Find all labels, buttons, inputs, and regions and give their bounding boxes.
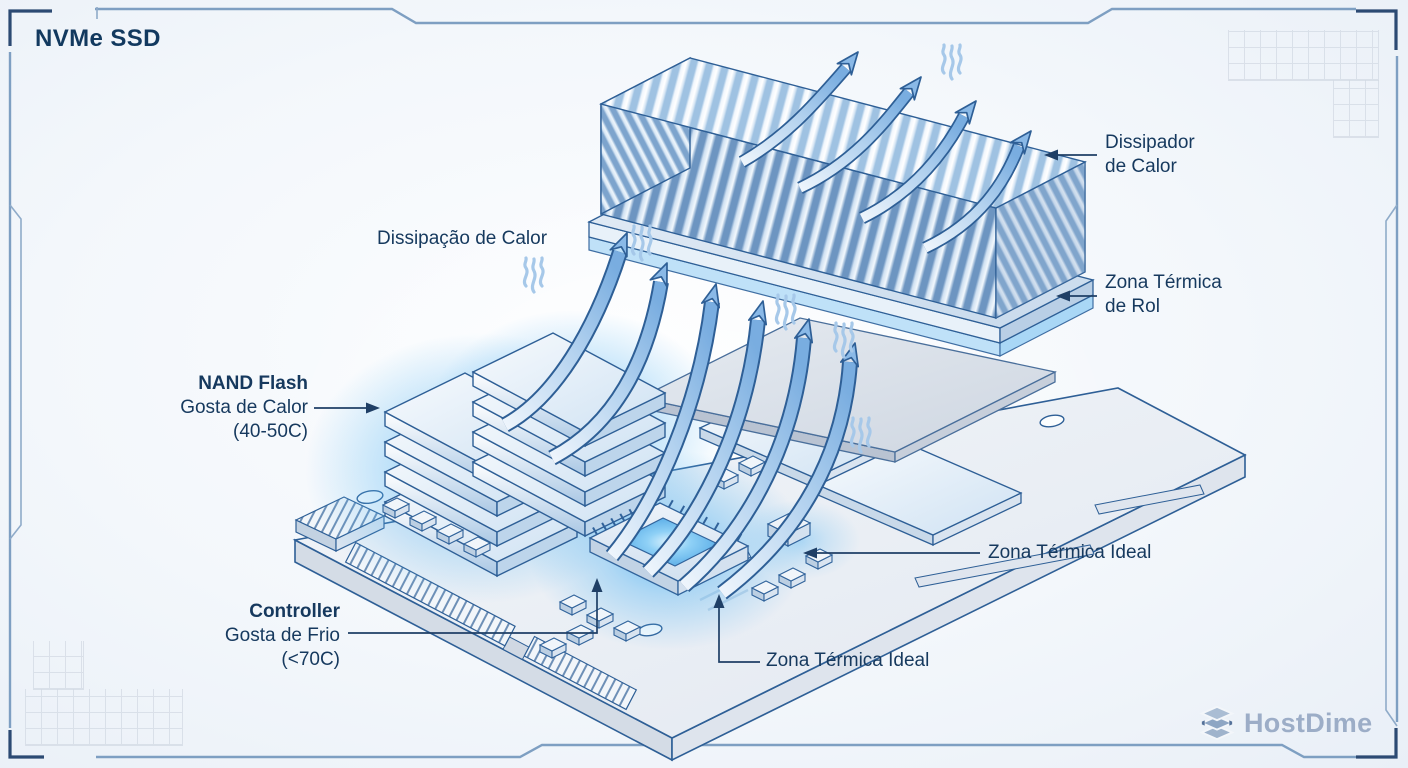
heatsink (587, 56, 1095, 357)
arrow-head (839, 342, 860, 368)
grid-decoration-top-right-band (1228, 30, 1379, 81)
board-slot (914, 544, 1095, 588)
label-ideal-zone-right: Zona Térmica Ideal (988, 542, 1152, 563)
label-thermal-pad: Zona Térmica de Rol (1105, 272, 1222, 317)
corner-bracket-bottom-right (1356, 728, 1398, 759)
arrow-head (649, 262, 668, 288)
memory-chip (816, 442, 1023, 547)
label-controller: Controller Gosta de Frio (<70C) (224, 601, 340, 670)
arrow-head (836, 51, 859, 76)
arrow-head (700, 283, 721, 309)
label-heat-flow: Dissipação de Calor (377, 228, 548, 249)
label-nand-flash: NAND Flash Gosta de Calor (40-50C) (180, 373, 308, 442)
label-heatsink: Dissipador de Calor (1105, 132, 1195, 177)
leader-controller (348, 588, 598, 634)
arrow-head (609, 232, 628, 258)
board-slot (1094, 484, 1205, 515)
leader-ideal-zone-bottom (718, 606, 760, 663)
grid-decoration-top-right-block (1333, 80, 1379, 138)
page-title: NVMe SSD (35, 25, 161, 52)
corner-bracket-top-right (1356, 9, 1398, 50)
frame-bottom-line (96, 743, 1356, 759)
hostdime-logo: HostDime (1198, 705, 1372, 741)
hostdime-logo-text: HostDime (1244, 707, 1373, 738)
corner-bracket-bottom-left (8, 730, 44, 759)
hostdime-stack-icon (1199, 705, 1235, 741)
arrow-head (899, 76, 922, 101)
arrow-head (793, 318, 814, 344)
arrow-head (1009, 130, 1032, 155)
arrow-head (954, 100, 977, 125)
frame-right-inset (1385, 204, 1398, 727)
label-ideal-zone-bottom: Zona Térmica Ideal (766, 650, 930, 671)
corner-bracket-top-left (8, 9, 52, 46)
frame-left-inset (9, 204, 22, 540)
arrow-head (747, 300, 768, 326)
heatsink-fins-top (599, 57, 1087, 209)
heat-arrows (505, 51, 1032, 593)
mounting-hole (1039, 414, 1065, 428)
grid-decoration-bottom-left-block (33, 641, 84, 690)
grid-decoration-bottom-left-band (25, 689, 183, 746)
frame-top-line (95, 7, 1356, 25)
leader-lines (314, 149, 1097, 663)
